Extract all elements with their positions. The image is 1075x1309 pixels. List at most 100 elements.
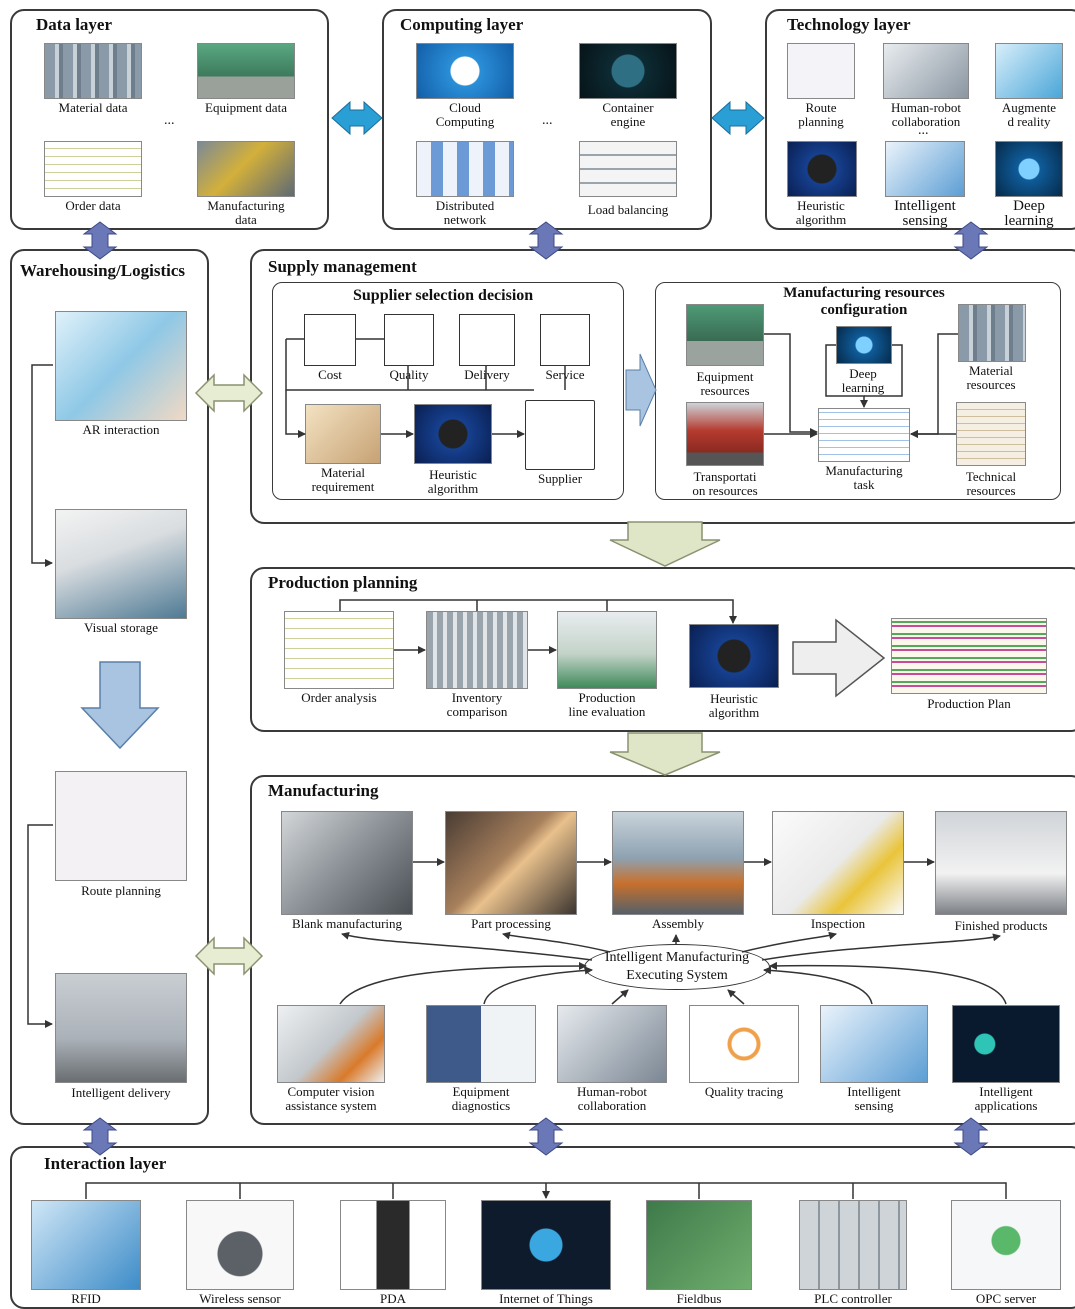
intelligent-sensing-tech-label: Intelligent sensing (894, 198, 956, 229)
order-data-image (44, 141, 142, 197)
container-engine-image (579, 43, 677, 99)
route-planning-label: Route planning (81, 883, 161, 898)
imes-ellipse: Intelligent Manufacturing Executing Syst… (584, 944, 770, 990)
delivery-icon (459, 314, 515, 366)
heuristic-algorithm-production-image (689, 624, 779, 688)
cloud-computing-image (416, 43, 514, 99)
technical-resources-label: Technical resources (965, 469, 1017, 498)
blank-manufacturing-label: Blank manufacturing (291, 916, 403, 931)
intelligent-sensing-mfg-image (820, 1005, 928, 1083)
quality-tracing-label: Quality tracing (704, 1084, 784, 1099)
order-analysis-label: Order analysis (301, 690, 377, 705)
supplier-selection-title: Supplier selection decision (353, 287, 534, 304)
service-label: Service (545, 367, 585, 382)
transportation-resources-label: Transportati on resources (692, 469, 758, 498)
equipment-diagnostics-image (426, 1005, 536, 1083)
computer-vision-image (277, 1005, 385, 1083)
order-data-label: Order data (65, 198, 121, 213)
fieldbus-image (646, 1200, 752, 1290)
intelligent-sensing-tech-image (885, 141, 965, 197)
material-data-image (44, 43, 142, 99)
material-resources-image (958, 304, 1026, 362)
material-requirement-label: Material requirement (311, 465, 375, 494)
plc-controller-label: PLC controller (814, 1291, 892, 1306)
plc-controller-image (799, 1200, 907, 1290)
material-data-label: Material data (58, 100, 128, 115)
resources-config-title: Manufacturing resources configuration (783, 285, 945, 318)
intelligent-delivery-image (55, 973, 187, 1083)
human-robot-tech-label: Human-robot collaboration (890, 100, 962, 129)
internet-of-things-image (481, 1200, 611, 1290)
computing-layer-title: Computing layer (400, 15, 524, 34)
container-engine-label: Container engine (602, 100, 654, 129)
load-balancing-image (579, 141, 677, 197)
wireless-sensor-image (186, 1200, 294, 1290)
supplier-label: Supplier (537, 471, 583, 486)
production-planning-title: Production planning (268, 573, 418, 592)
interaction-layer-title: Interaction layer (44, 1154, 167, 1173)
assembly-label: Assembly (652, 916, 704, 931)
route-planning-tech-image (787, 43, 855, 99)
equipment-resources-image (686, 304, 764, 366)
manufacturing-data-label: Manufacturing data (207, 198, 285, 227)
fieldbus-label: Fieldbus (676, 1291, 722, 1306)
rfid-label: RFID (71, 1291, 101, 1306)
intelligent-sensing-mfg-label: Intelligent sensing (847, 1084, 901, 1113)
quality-icon (384, 314, 434, 366)
intelligent-applications-image (952, 1005, 1060, 1083)
warehousing-panel: Warehousing/Logistics AR interaction Vis… (10, 249, 209, 1125)
inspection-label: Inspection (810, 916, 866, 931)
data-layer-title: Data layer (36, 15, 113, 34)
equipment-data-image (197, 43, 295, 99)
data-layer-ellipsis: ... (164, 113, 175, 128)
manufacturing-task-label: Manufacturing task (825, 463, 903, 492)
inventory-comparison-image (426, 611, 528, 689)
deep-learning-tech-image (995, 141, 1063, 197)
equipment-data-label: Equipment data (205, 100, 287, 115)
data-computing-double-arrow (331, 100, 383, 136)
equipment-diagnostics-label: Equipment diagnostics (451, 1084, 511, 1113)
route-planning-image (55, 771, 187, 881)
cost-label: Cost (318, 367, 342, 382)
production-line-label: Production line evaluation (568, 690, 646, 719)
rfid-image (31, 1200, 141, 1290)
supply-management-title: Supply management (268, 257, 417, 276)
human-robot-collaboration-image (557, 1005, 667, 1083)
production-plan-image (891, 618, 1047, 694)
manufacturing-task-image (818, 408, 910, 462)
finished-products-label: Finished products (954, 918, 1048, 933)
production-plan-label: Production Plan (927, 696, 1011, 711)
supply-to-production-arrow (609, 521, 721, 567)
manufacturing-data-image (197, 141, 295, 197)
heuristic-algorithm-supply-image (414, 404, 492, 464)
computing-technology-double-arrow (711, 100, 765, 136)
production-to-manufacturing-arrow (609, 732, 721, 776)
human-robot-tech-image (883, 43, 969, 99)
part-processing-image (445, 811, 577, 915)
material-resources-label: Material resources (966, 363, 1016, 392)
technology-layer-title: Technology layer (787, 15, 911, 34)
wireless-sensor-label: Wireless sensor (199, 1291, 281, 1306)
inventory-comparison-label: Inventory comparison (446, 690, 508, 719)
deep-learning-supply-image (836, 326, 892, 364)
deep-learning-tech-label: Deep learning (1004, 198, 1054, 229)
cloud-computing-label: Cloud Computing (435, 100, 495, 129)
computer-vision-label: Computer vision assistance system (285, 1084, 377, 1113)
transportation-resources-image (686, 402, 764, 466)
finished-products-image (935, 811, 1067, 915)
heuristic-algorithm-tech-image (787, 141, 857, 197)
intelligent-delivery-label: Intelligent delivery (71, 1085, 171, 1100)
technology-layer-ellipsis: ... (918, 123, 929, 138)
delivery-label: Delivery (464, 367, 510, 382)
pda-label: PDA (379, 1291, 406, 1306)
heuristic-algorithm-supply-label: Heuristic algorithm (427, 467, 479, 496)
data-layer-panel: Data layer Material data Equipment data … (10, 9, 329, 230)
deep-learning-supply-label: Deep learning (841, 366, 885, 395)
heuristic-algorithm-tech-label: Heuristic algorithm (795, 198, 847, 227)
augmented-reality-image (995, 43, 1063, 99)
augmented-reality-label: Augmente d reality (1001, 100, 1057, 129)
order-analysis-image (284, 611, 394, 689)
cost-icon (304, 314, 356, 366)
route-planning-tech-label: Route planning (798, 100, 844, 129)
warehousing-title: Warehousing/Logistics (20, 261, 185, 280)
